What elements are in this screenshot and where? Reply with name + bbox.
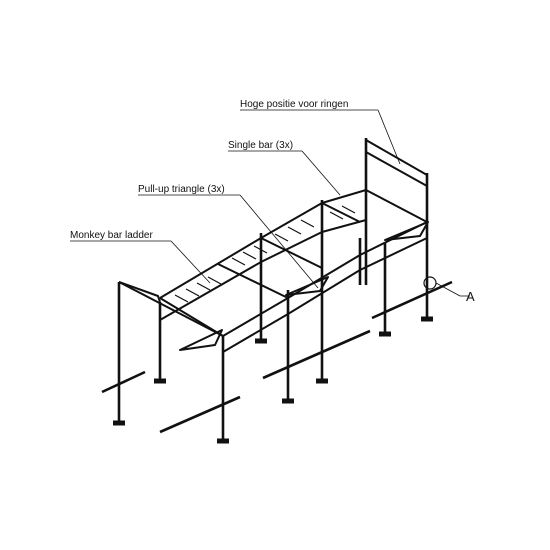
- lower-deck-rail: [159, 219, 367, 321]
- ladder-rung: [185, 288, 200, 297]
- lower-deck-rail-front: [222, 237, 428, 353]
- uprights: [117, 138, 429, 440]
- ladder-rung: [207, 276, 222, 285]
- ladder-rung: [196, 282, 211, 291]
- rings-mid-bar: [365, 151, 428, 187]
- feet: [113, 316, 433, 444]
- monkey-bar-ladder: [174, 205, 356, 303]
- callout-rings-leader: [377, 109, 401, 165]
- ladder-rung: [253, 245, 268, 254]
- ladder-rung: [341, 205, 356, 214]
- callout-monkey-leader: [170, 240, 211, 284]
- ladder-rung: [274, 233, 289, 242]
- front-top-rail: [118, 281, 224, 337]
- reference-a: A: [423, 276, 475, 304]
- cross-beam: [260, 237, 323, 269]
- cage-rail-left: [159, 189, 367, 299]
- pullup-triangle: [285, 276, 329, 296]
- ladder-rung: [329, 211, 344, 220]
- callouts: Hoge positie voor ringen Single bar (3x)…: [70, 99, 401, 289]
- callout-monkey: Monkey bar ladder: [70, 230, 153, 241]
- rings-top-bar: [365, 139, 428, 176]
- cross-beam: [365, 189, 428, 223]
- ground-bar-mid-left: [262, 329, 371, 380]
- callout-pullup: Pull-up triangle (3x): [138, 184, 225, 195]
- ladder-rung: [231, 257, 246, 266]
- reference-a-label: A: [466, 289, 475, 304]
- cross-beam: [321, 202, 361, 223]
- ladder-rung: [174, 294, 189, 303]
- rings-frame: [365, 139, 428, 187]
- ladder-rung: [287, 226, 302, 235]
- callout-single-bar: Single bar (3x): [228, 140, 293, 151]
- callout-rings: Hoge positie voor ringen: [240, 99, 348, 110]
- callout-pullup-leader: [239, 194, 319, 289]
- back-top-rail: [118, 281, 161, 303]
- pullup-triangle: [179, 329, 223, 351]
- cross-beam: [159, 297, 224, 337]
- top-frame: [118, 189, 428, 353]
- cross-beam: [217, 263, 289, 299]
- reference-leader: [435, 282, 461, 297]
- pullup-triangles: [179, 221, 429, 351]
- callout-single-bar-leader: [301, 150, 341, 196]
- ladder-rung: [242, 251, 257, 260]
- ground-bar-front-mid: [159, 395, 241, 434]
- ground-bar-front-left: [101, 370, 146, 394]
- ladder-rung: [300, 219, 315, 228]
- pullup-triangle: [384, 221, 429, 241]
